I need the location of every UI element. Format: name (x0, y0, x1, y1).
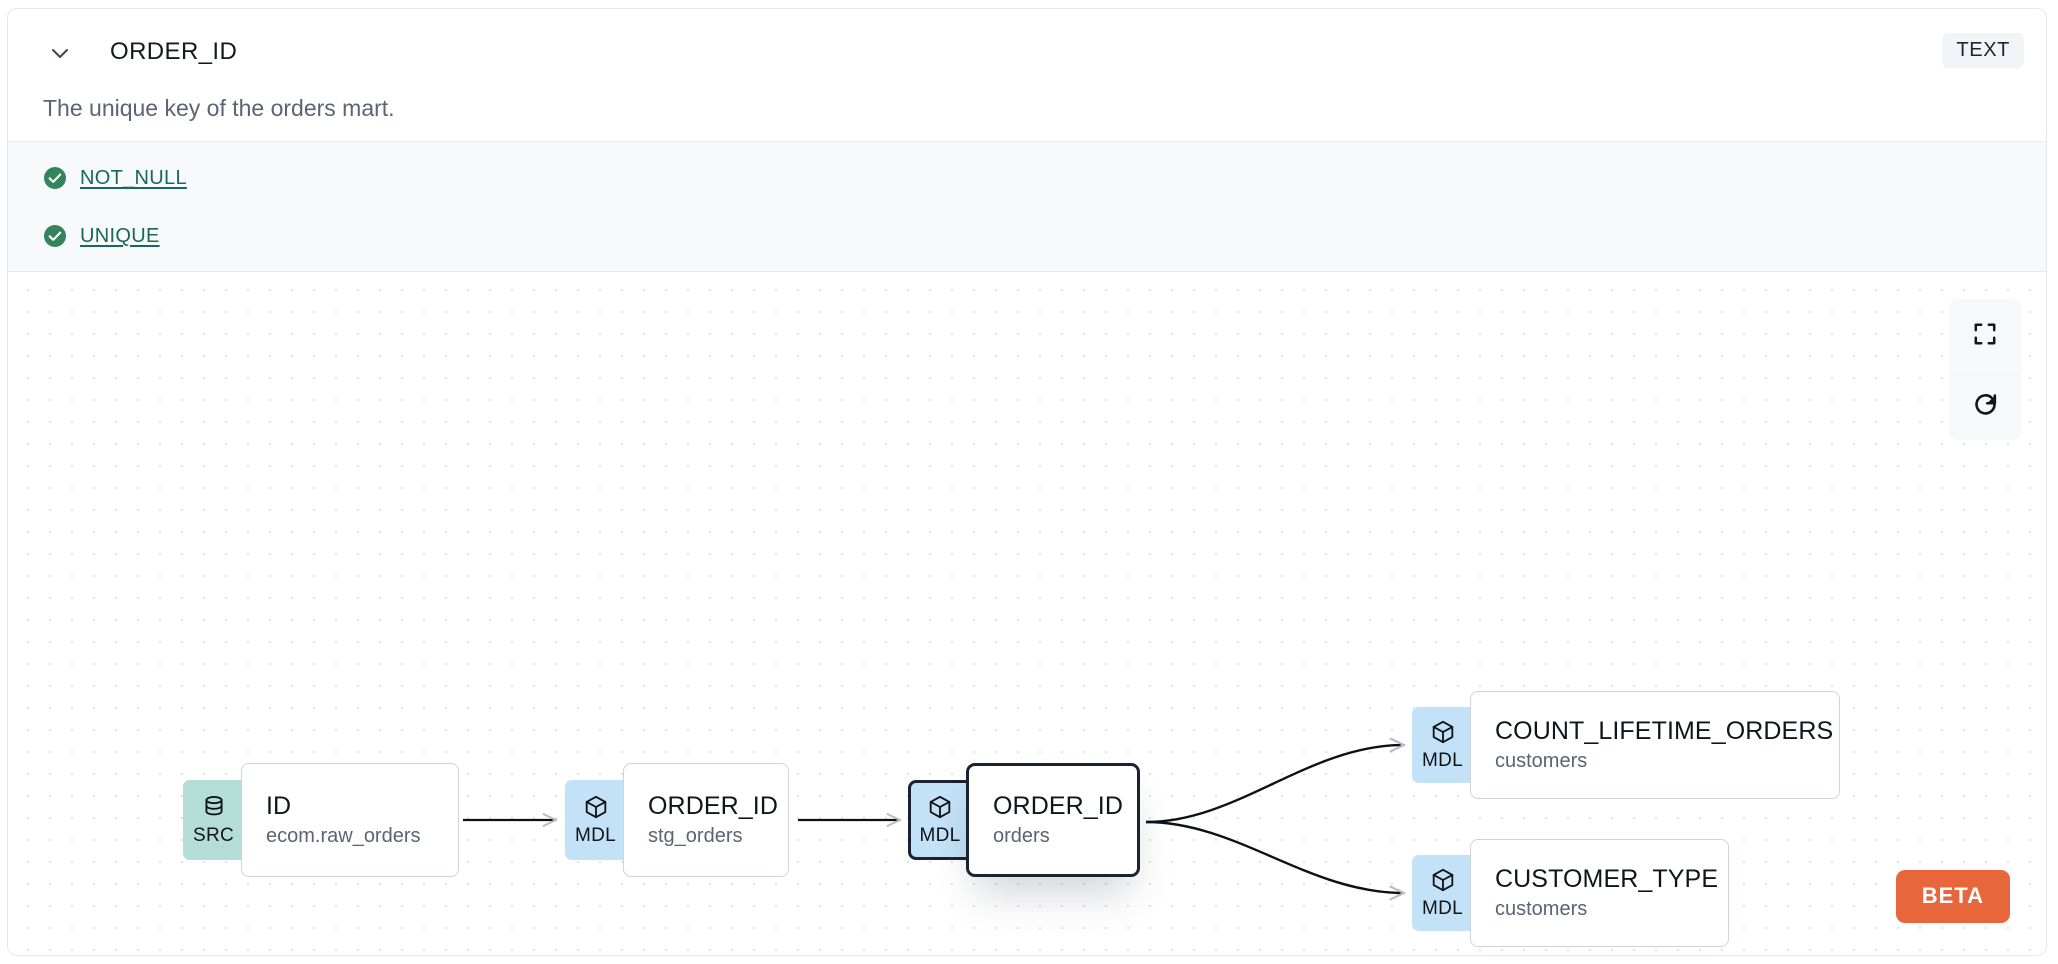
node-body: ORDER_ID stg_orders (623, 763, 789, 877)
lineage-node-count-lifetime-orders[interactable]: MDL COUNT_LIFETIME_ORDERS customers (1412, 691, 1840, 799)
data-type-badge: TEXT (1942, 33, 2024, 68)
node-name: ID (266, 792, 292, 820)
node-badge-mdl: MDL (565, 780, 626, 860)
cube-icon (1430, 867, 1456, 898)
node-badge-label: MDL (1421, 898, 1463, 919)
edge-orders-to-count (1145, 745, 1404, 824)
node-body: CUSTOMER_TYPE customers (1470, 839, 1729, 947)
node-name: CUSTOMER_TYPE (1495, 865, 1719, 893)
node-resource: stg_orders (648, 825, 743, 847)
lineage-node-orders[interactable]: MDL ORDER_ID orders (908, 763, 1140, 877)
node-badge-mdl: MDL (1412, 707, 1473, 783)
node-body: ID ecom.raw_orders (241, 763, 459, 877)
reset-button[interactable] (1949, 369, 2021, 440)
node-body: COUNT_LIFETIME_ORDERS customers (1470, 691, 1840, 799)
database-icon (201, 794, 227, 825)
node-badge-mdl: MDL (1412, 855, 1473, 931)
canvas-controls (1949, 299, 2021, 440)
node-body: ORDER_ID orders (966, 763, 1140, 877)
node-badge-mdl: MDL (908, 780, 969, 860)
beta-badge[interactable]: BETA (1895, 870, 2010, 923)
node-badge-label: SRC (192, 825, 234, 846)
node-badge-label: MDL (1421, 750, 1463, 771)
check-circle-icon (43, 166, 67, 190)
chevron-down-icon[interactable] (46, 39, 74, 67)
check-circle-icon (43, 224, 67, 248)
node-badge-label: MDL (574, 825, 616, 846)
node-name: ORDER_ID (993, 792, 1123, 820)
node-resource: customers (1495, 750, 1588, 772)
test-link[interactable]: UNIQUE (80, 225, 160, 247)
edge-orders-to-custtype (1145, 820, 1404, 893)
refresh-icon (1972, 392, 1999, 419)
test-row[interactable]: UNIQUE (43, 224, 160, 248)
node-name: COUNT_LIFETIME_ORDERS (1495, 717, 1834, 745)
column-description: The unique key of the orders mart. (43, 95, 395, 121)
cube-icon (583, 794, 609, 825)
lineage-edges (463, 273, 2046, 955)
tests-section: NOT_NULL UNIQUE (8, 141, 2046, 272)
node-resource: customers (1495, 898, 1588, 920)
node-resource: orders (993, 825, 1050, 847)
fit-view-button[interactable] (1949, 299, 2021, 369)
test-row[interactable]: NOT_NULL (43, 166, 187, 190)
card-header: ORDER_ID TEXT (8, 9, 2046, 83)
node-badge-src: SRC (183, 780, 244, 860)
expand-icon (1972, 321, 1998, 347)
node-badge-label: MDL (919, 825, 961, 846)
node-name: ORDER_ID (648, 792, 778, 820)
lineage-node-stg-orders[interactable]: MDL ORDER_ID stg_orders (565, 763, 789, 877)
column-detail-card: ORDER_ID TEXT The unique key of the orde… (7, 8, 2047, 956)
cube-icon (1430, 719, 1456, 750)
cube-icon (927, 794, 953, 825)
test-link[interactable]: NOT_NULL (80, 167, 187, 189)
page-title: ORDER_ID (110, 38, 238, 65)
lineage-node-src-id[interactable]: SRC ID ecom.raw_orders (183, 763, 459, 877)
node-resource: ecom.raw_orders (266, 825, 421, 847)
lineage-node-customer-type[interactable]: MDL CUSTOMER_TYPE customers (1412, 839, 1729, 947)
lineage-canvas[interactable]: SRC ID ecom.raw_orders (8, 273, 2046, 955)
